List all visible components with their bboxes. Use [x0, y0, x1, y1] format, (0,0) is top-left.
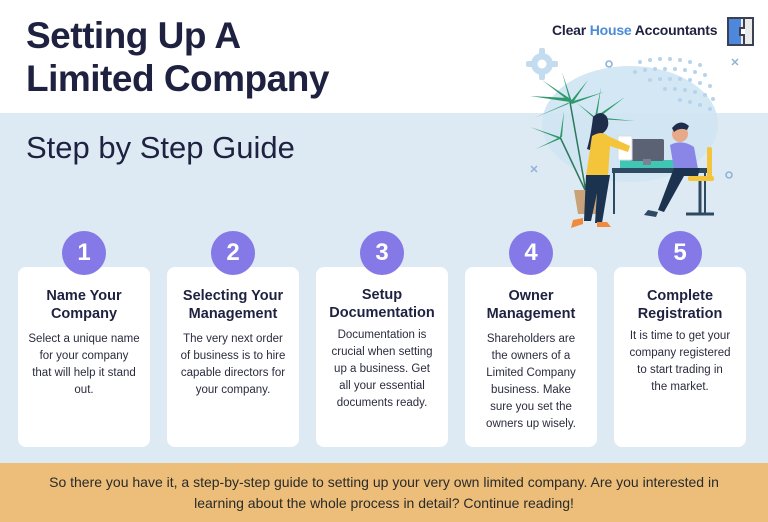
step-description: Select a unique name for your company th… [24, 331, 144, 399]
step-desc-line: company registered [629, 347, 731, 359]
step-desc-line: for your company [39, 350, 129, 362]
step-number-badge: 1 [62, 231, 106, 275]
step-desc-line: The very next order [183, 333, 283, 345]
step-heading: Setup Documentation [316, 286, 448, 322]
step-number-badge: 2 [211, 231, 255, 275]
step-card-bg [316, 267, 448, 447]
step-number-badge: 4 [509, 231, 553, 275]
step-description: It is time to get your company registere… [620, 328, 740, 396]
step-heading-line: Name Your [46, 288, 122, 304]
title-line-2: Limited Company [26, 58, 329, 99]
step-desc-line: sure you set the [490, 401, 572, 413]
step-heading: Selecting Your Management [167, 287, 299, 323]
step-desc-line: owners up wisely. [486, 418, 576, 430]
step-desc-line: the market. [651, 381, 709, 393]
step-card-bg [465, 267, 597, 447]
step-number-badge: 3 [360, 231, 404, 275]
step-card-bg [18, 267, 150, 447]
office-illustration-icon [526, 48, 739, 228]
step-heading-line: Owner [508, 288, 554, 304]
step-heading: Complete Registration [614, 287, 746, 323]
step-desc-line: the owners of a [491, 350, 571, 362]
step-card-bg [614, 267, 746, 447]
step-desc-line: of business is to hire [180, 350, 286, 362]
step-description: Shareholders are the owners of a Limited… [471, 331, 591, 433]
step-desc-line: It is time to get your [629, 330, 731, 342]
step-desc-line: to start trading in [637, 364, 723, 376]
brand-name-part1: Clear [552, 22, 587, 38]
step-desc-line: capable directors for [180, 367, 286, 379]
step-heading-line: Registration [637, 306, 723, 322]
step-desc-line: Limited Company [486, 367, 576, 379]
step-desc-line: all your essential [339, 380, 425, 392]
step-heading-line: Selecting Your [182, 288, 284, 304]
logo-blue-block [729, 19, 741, 44]
page-title: Setting Up A Limited Company [26, 14, 329, 100]
step-desc-line: Select a unique name [28, 333, 140, 345]
step-desc-line: business. Make [491, 384, 571, 396]
step-card-bg [167, 267, 299, 447]
step-desc-line: your company. [195, 384, 271, 396]
step-heading-line: Management [486, 306, 576, 322]
step-desc-line: that will help it stand [32, 367, 136, 379]
page-subtitle: Step by Step Guide [26, 130, 295, 165]
brand-name-part2: House [589, 22, 632, 38]
brand-name[interactable]: Clear House Accountants [552, 22, 717, 38]
step-heading: Name Your Company [18, 287, 150, 323]
brand-name-part3: Accountants [634, 22, 718, 38]
title-line-1: Setting Up A [26, 15, 241, 56]
step-description: The very next order of business is to hi… [173, 331, 293, 399]
step-desc-line: crucial when setting [331, 346, 433, 358]
step-description: Documentation is crucial when setting up… [322, 327, 442, 412]
step-heading-line: Setup [361, 287, 403, 303]
footer-banner: So there you have it, a step-by-step gui… [0, 463, 768, 522]
step-number-badge: 5 [658, 231, 702, 275]
footer-line-2: learning about the whole process in deta… [194, 494, 574, 511]
footer-line-1: So there you have it, a step-by-step gui… [49, 473, 719, 490]
step-desc-line: documents ready. [336, 397, 428, 409]
logo-notch [739, 27, 745, 36]
clear-house-logo-icon[interactable] [727, 17, 754, 46]
step-desc-line: up a business. Get [334, 363, 430, 375]
step-desc-line: Shareholders are [486, 333, 576, 345]
step-desc-line: Documentation is [337, 329, 427, 341]
step-heading-line: Company [50, 306, 118, 322]
step-heading: Owner Management [465, 287, 597, 323]
step-heading-line: Complete [646, 288, 714, 304]
step-heading-line: Documentation [329, 305, 435, 321]
footer-text[interactable]: So there you have it, a step-by-step gui… [14, 472, 754, 514]
step-heading-line: Management [188, 306, 278, 322]
step-desc-line: out. [74, 384, 94, 396]
